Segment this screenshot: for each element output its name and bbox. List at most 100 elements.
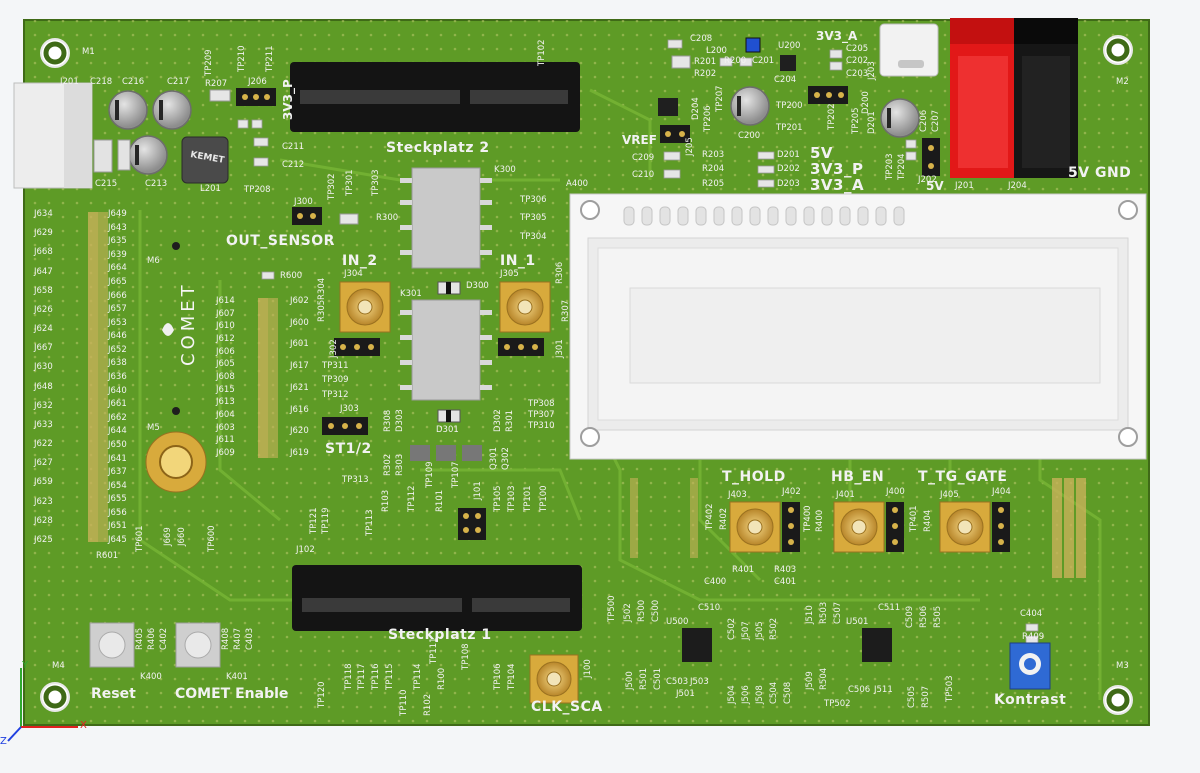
ref-j500: J500 [625,671,635,690]
label-t-hold: T_HOLD [722,469,786,485]
header-ref-label: J605 [216,359,235,370]
ref-tp312: TP312 [322,390,349,400]
ref-j404: J404 [992,487,1011,497]
ref-r404: R404 [923,509,933,532]
ref-c217: C217 [167,77,190,87]
ref-r300: R300 [376,213,399,223]
ref-c404: C404 [1020,609,1043,619]
ref-tp305: TP305 [520,213,547,223]
ref-r100: R100 [437,667,447,690]
header-ref-label: J634 [34,209,53,219]
ref-d204: D204 [691,97,701,120]
header-ref-label: J650 [108,439,127,450]
ref-j502: J502 [623,603,633,622]
ref-r402: R402 [719,507,729,530]
ref-r505: R505 [933,605,943,628]
ref-tp200: TP200 [776,101,803,111]
ref-c212: C212 [282,160,305,170]
ref-r502: R502 [769,617,779,640]
label-steckplatz-1: Steckplatz 1 [388,627,492,643]
ref-a400: A400 [566,179,589,189]
ref-j300: J300 [294,197,313,207]
header-ref-label: J655 [108,494,127,505]
ref-r601: R601 [96,551,119,561]
ref-j400: J400 [886,487,905,497]
ref-j511: J511 [874,685,893,695]
ref-c403: C403 [245,627,255,650]
ref-q301: Q301 [489,447,499,470]
ref-tp600: TP600 [207,525,217,552]
ref-r407: R407 [233,627,243,650]
ref-r103: R103 [381,489,391,512]
header-ref-label: J633 [34,419,53,430]
header-ref-label: J621 [290,382,309,393]
ref-tp116: TP116 [371,663,381,690]
ref-r102: R102 [423,693,433,716]
ref-j501: J501 [676,689,695,699]
ref-d303: D303 [395,409,405,432]
label-m4: M4 [52,661,65,671]
header-ref-label: J602 [290,296,309,306]
ref-c211: C211 [282,142,305,152]
header-ref-label: J614 [216,296,235,306]
ref-c402: C402 [159,627,169,650]
header-ref-label: J623 [34,496,53,507]
label-m6: M6 [147,256,160,266]
label-kontrast: Kontrast [994,692,1067,708]
label-vref: VREF [622,133,657,147]
header-ref-label: J649 [108,209,127,219]
header-ref-label: J639 [108,249,127,260]
header-ref-label: J646 [108,331,127,342]
ref-j304: J304 [344,269,363,279]
ref-c208: C208 [690,34,713,44]
header-ref-label: J658 [34,285,53,296]
header-ref-label: J616 [290,404,309,415]
ref-j405: J405 [940,490,959,500]
ref-tp204: TP204 [897,153,907,180]
ref-c210: C210 [632,170,655,180]
ref-j205: J205 [685,137,695,156]
ref-r403: R403 [774,565,797,575]
label-m1: M1 [82,47,95,57]
ref-r305: R305 [317,299,327,322]
ref-c207: C207 [931,109,941,132]
ref-tp202: TP202 [827,103,837,130]
ref-tp210: TP210 [237,45,247,72]
ref-c501: C501 [653,667,663,690]
ref-j401: J401 [836,490,855,500]
ref-r506: R506 [919,605,929,628]
ref-c202: C202 [846,56,869,66]
header-ref-label: J648 [34,381,53,392]
ref-j503: J503 [690,677,709,687]
header-ref-label: J654 [108,480,127,491]
header-ref-label: J635 [108,236,127,247]
ref-tp112: TP112 [407,485,417,512]
lcd-module-a400 [569,193,1147,460]
label-comet-enable: COMET Enable [175,686,289,702]
header-ref-label: J627 [34,458,53,469]
ref-r202: R202 [694,69,717,79]
axis-y-label: Y [22,660,29,671]
ref-j510: J510 [805,605,815,624]
ref-tp101: TP101 [523,485,533,512]
ref-k300: K300 [494,165,516,175]
ref-r501: R501 [639,667,649,690]
ref-tp303: TP303 [371,169,381,196]
ref-c200: C200 [738,131,761,141]
ref-j305: J305 [500,269,519,279]
ref-tp402: TP402 [705,503,715,530]
ref-r304: R304 [317,277,327,300]
ref-r301: R301 [505,409,515,432]
label-3v3-p-small: 3V3_P [281,79,295,120]
ref-tp107: TP107 [451,461,461,488]
ref-tp115: TP115 [385,663,395,690]
ref-k400: K400 [140,672,162,682]
ref-tp113: TP113 [365,509,375,536]
header-ref-label: J626 [34,304,53,315]
ref-c510: C510 [698,603,721,613]
ref-j100: J100 [583,659,593,678]
ref-c511: C511 [878,603,901,613]
header-ref-label: J643 [108,222,127,233]
